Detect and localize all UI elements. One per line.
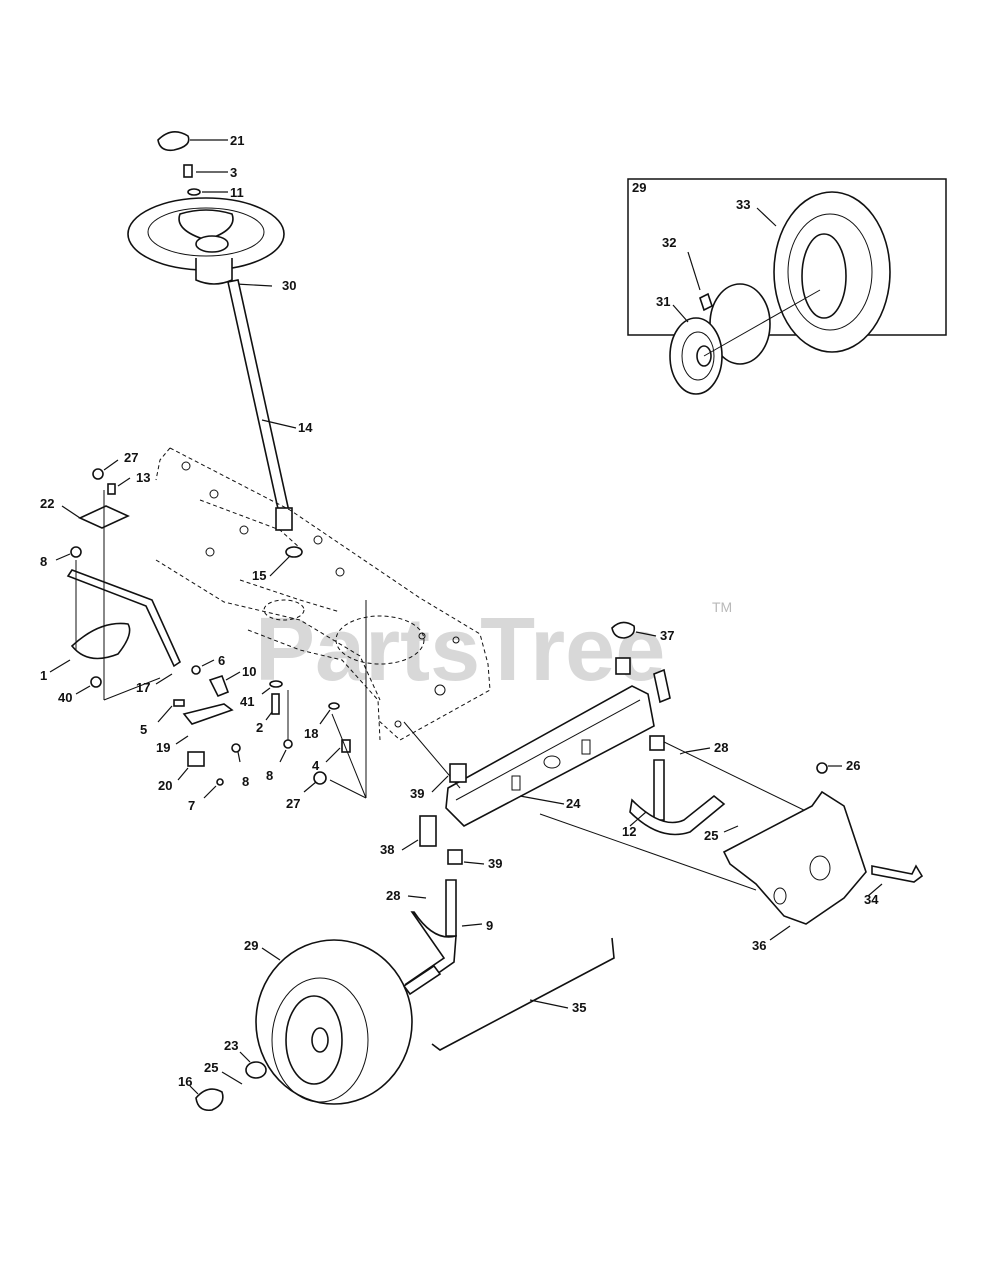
label-21: 21 (230, 133, 244, 148)
label-25-right: 25 (704, 828, 718, 843)
pitman-arm (182, 703, 234, 725)
label-40: 40 (58, 690, 72, 705)
inset-label: 29 (632, 180, 646, 195)
spindle-right (629, 794, 726, 836)
label-4: 4 (312, 758, 320, 773)
front-axle-assembly (401, 621, 924, 1051)
tie-rod (431, 937, 615, 1051)
label-11: 11 (230, 185, 244, 200)
label-41: 41 (240, 694, 254, 709)
watermark-text: PartsTree (255, 600, 665, 700)
label-27-bottom: 27 (286, 796, 300, 811)
label-10: 10 (242, 664, 256, 679)
label-33: 33 (736, 197, 750, 212)
label-34: 34 (864, 892, 879, 907)
wheel-inset: 29 33 32 31 (627, 178, 947, 395)
label-8-mid: 8 (242, 774, 249, 789)
label-18: 18 (304, 726, 318, 741)
drag-link (66, 569, 182, 668)
label-19: 19 (156, 740, 170, 755)
label-8-right: 8 (266, 768, 273, 783)
label-32: 32 (662, 235, 676, 250)
label-13: 13 (136, 470, 150, 485)
front-wheel (189, 939, 442, 1112)
label-2: 2 (256, 720, 263, 735)
tractor-frame (155, 447, 491, 741)
watermark-trademark: TM (712, 599, 732, 615)
label-38: 38 (380, 842, 394, 857)
label-25-left: 25 (204, 1060, 218, 1075)
label-5: 5 (140, 722, 147, 737)
label-39-top: 39 (410, 786, 424, 801)
steering-hub (195, 258, 233, 285)
axle-bracket (722, 790, 867, 925)
valve-stem (699, 292, 713, 312)
label-30: 30 (282, 278, 296, 293)
label-22: 22 (40, 496, 54, 511)
label-28-left: 28 (386, 888, 400, 903)
label-9: 9 (486, 918, 493, 933)
label-1: 1 (40, 668, 47, 683)
label-36: 36 (752, 938, 766, 953)
inset-rim-face (669, 317, 723, 395)
hub-cap (195, 1088, 224, 1112)
steering-linkage (49, 459, 367, 799)
label-7: 7 (188, 798, 195, 813)
label-15: 15 (252, 568, 266, 583)
label-35: 35 (572, 1000, 586, 1015)
label-31: 31 (656, 294, 670, 309)
bolt (183, 164, 193, 178)
label-12: 12 (622, 824, 636, 839)
label-29: 29 (244, 938, 258, 953)
steering-shaft (227, 279, 291, 519)
label-6: 6 (218, 653, 225, 668)
label-16: 16 (178, 1074, 192, 1089)
label-39-bottom: 39 (488, 856, 502, 871)
part-labels: 21 3 11 30 14 27 13 22 8 15 1 40 17 6 10… (40, 133, 879, 1089)
label-27-top: 27 (124, 450, 138, 465)
label-20: 20 (158, 778, 172, 793)
label-37: 37 (660, 628, 674, 643)
steering-assembly (127, 131, 303, 577)
label-8-left: 8 (40, 554, 47, 569)
label-24: 24 (566, 796, 581, 811)
label-14: 14 (298, 420, 313, 435)
steering-cap (157, 131, 190, 152)
label-26: 26 (846, 758, 860, 773)
label-23: 23 (224, 1038, 238, 1053)
label-28-right: 28 (714, 740, 728, 755)
label-3: 3 (230, 165, 237, 180)
label-17: 17 (136, 680, 150, 695)
sector-gear (70, 622, 131, 660)
